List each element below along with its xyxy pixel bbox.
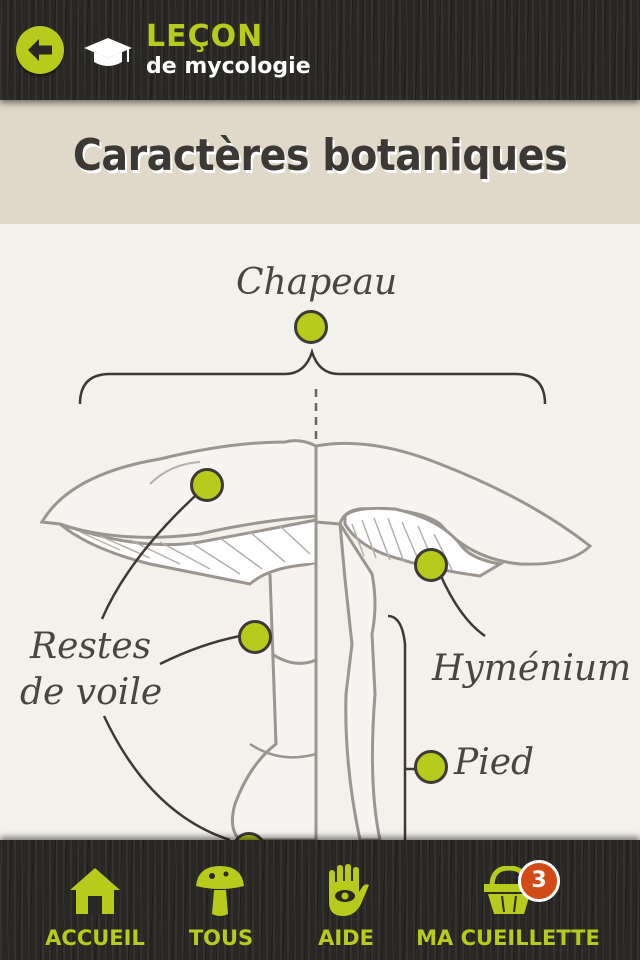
app-subtitle: de mycologie: [146, 54, 311, 79]
top-bar: LEÇON de mycologie: [0, 0, 640, 100]
home-icon: [70, 868, 120, 914]
section-banner: Caractères botaniques: [0, 100, 640, 224]
nav-accueil[interactable]: ACCUEIL: [0, 840, 190, 960]
mushroom-illustration: [39, 347, 593, 840]
label-hymenium: Hyménium: [432, 648, 632, 689]
nav-tous-label: TOUS: [188, 926, 254, 950]
nav-ma-cueillette-label: MA CUEILLETTE: [416, 926, 600, 950]
hotspot-chapeau[interactable]: [294, 310, 328, 344]
nav-accueil-label: ACCUEIL: [45, 926, 145, 950]
hotspot-restes-chapeau[interactable]: [190, 468, 224, 502]
arrow-left-icon: [28, 39, 52, 61]
back-button[interactable]: [16, 26, 64, 74]
label-restes-line1: Restes: [30, 626, 152, 667]
hotspot-pied[interactable]: [414, 750, 448, 784]
mushroom-icon: [196, 866, 244, 916]
hotspot-hymenium[interactable]: [414, 548, 448, 582]
hotspot-restes-anneau[interactable]: [238, 620, 272, 654]
hand-eye-icon: [329, 864, 369, 916]
label-restes-line2: de voile: [20, 672, 163, 713]
basket-count-badge: 3: [518, 860, 560, 902]
label-pied: Pied: [454, 742, 535, 783]
label-chapeau: Chapeau: [236, 262, 398, 303]
nav-aide[interactable]: AIDE: [296, 840, 396, 960]
graduation-cap-icon: [84, 38, 132, 66]
nav-tous[interactable]: TOUS: [188, 840, 254, 960]
app-title: LEÇON: [146, 19, 264, 54]
nav-ma-cueillette[interactable]: MA CUEILLETTE: [416, 840, 600, 960]
nav-aide-label: AIDE: [318, 926, 374, 950]
mushroom-diagram: Chapeau Restes de voile Hyménium Pied: [0, 224, 640, 840]
page-title: Caractères botaniques: [72, 130, 568, 181]
